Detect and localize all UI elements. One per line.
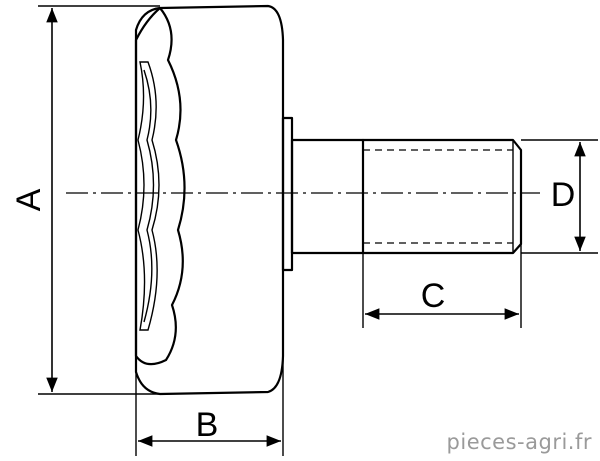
cutaway-section: [134, 6, 186, 366]
dimension-b-label: B: [196, 406, 219, 444]
dimension-b: B: [135, 356, 284, 456]
dimension-d: D: [521, 139, 598, 254]
knob-body: [134, 4, 285, 396]
dimension-a: A: [10, 5, 160, 395]
watermark-text: pieces-agri.fr: [447, 430, 592, 454]
dimension-a-label: A: [10, 188, 48, 211]
shaft: [290, 138, 523, 255]
dimension-c-label: C: [421, 277, 446, 315]
shaft-flange: [281, 116, 294, 272]
dimension-c: C: [362, 244, 522, 328]
dimension-d-label: D: [551, 176, 576, 214]
